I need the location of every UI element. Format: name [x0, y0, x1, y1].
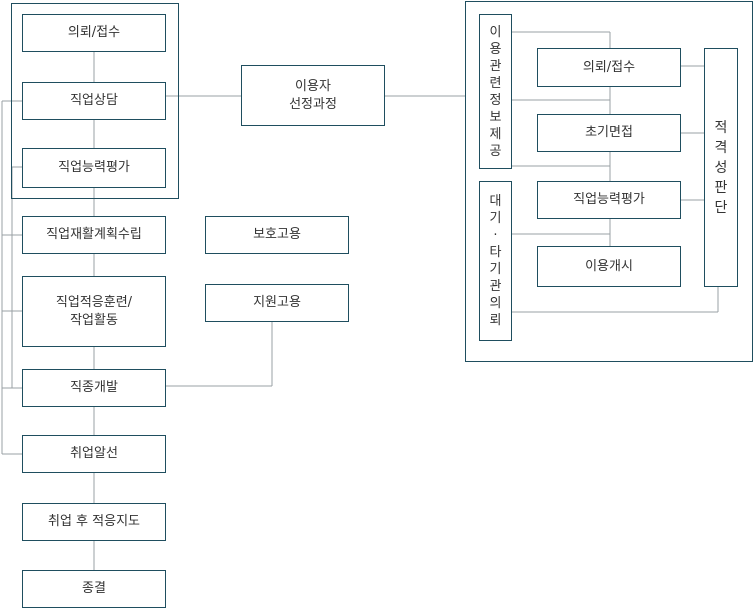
vocational-rehab-plan-step: 직업재활계획수립 — [22, 216, 166, 254]
job-placement-step: 취업알선 — [22, 435, 166, 473]
vertical-char: 이 — [489, 24, 502, 40]
post-employment-support-step: 취업 후 적응지도 — [22, 503, 166, 541]
vertical-char: 용 — [489, 41, 502, 57]
vertical-char: 의 — [489, 296, 502, 311]
referral-intake-step: 의뢰/접수 — [22, 14, 166, 52]
right-referral-intake-box: 의뢰/접수 — [537, 48, 681, 87]
vertical-char: 보 — [489, 109, 502, 125]
vertical-char: 관 — [489, 279, 502, 294]
vertical-char: 기 — [489, 211, 502, 226]
vocational-counseling-step: 직업상담 — [22, 82, 166, 120]
vertical-char: 타 — [489, 245, 502, 260]
job-adaptation-training-step: 직업적응훈련/ 작업활동 — [22, 276, 166, 347]
termination-step: 종결 — [22, 570, 166, 608]
initial-interview-box: 초기면접 — [537, 114, 681, 152]
vertical-char: 격 — [714, 139, 728, 156]
vertical-char: 대 — [489, 194, 502, 209]
right-vocational-ability-eval-box: 직업능력평가 — [537, 181, 681, 219]
vertical-char: 판 — [714, 179, 728, 196]
vertical-char: 련 — [489, 75, 502, 91]
vertical-char: 제 — [489, 126, 502, 142]
vertical-char: 적 — [714, 119, 728, 136]
vertical-char: · — [493, 228, 498, 243]
initial-stage-frame — [11, 3, 179, 199]
user-selection-process-box: 이용자 선정과정 — [241, 65, 385, 126]
supported-employment-box: 지원고용 — [205, 284, 349, 322]
job-development-step: 직종개발 — [22, 369, 166, 407]
vertical-char: 단 — [714, 199, 728, 216]
vertical-char: 성 — [714, 159, 728, 176]
vertical-char: 정 — [489, 92, 502, 108]
vertical-char: 관 — [489, 58, 502, 74]
service-start-box: 이용개시 — [537, 246, 681, 287]
vocational-ability-eval-step: 직업능력평가 — [22, 148, 166, 188]
protected-employment-box: 보호고용 — [205, 216, 349, 254]
vertical-char: 기 — [489, 262, 502, 277]
vertical-char: 뢰 — [489, 313, 502, 328]
vertical-char: 공 — [489, 143, 502, 159]
